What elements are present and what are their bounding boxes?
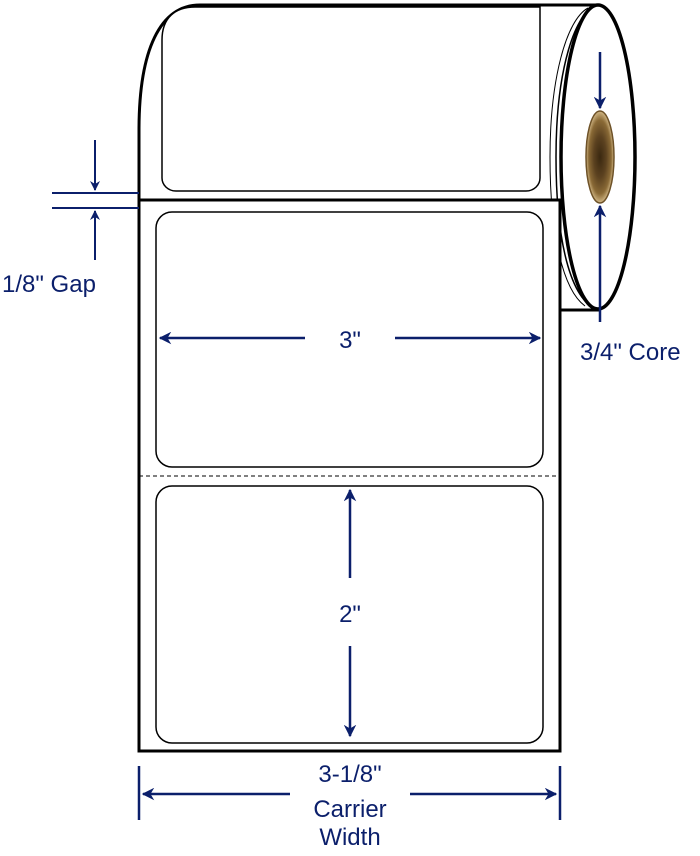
carrier-label-line-2: Carrier bbox=[313, 796, 386, 823]
carrier-label-line-3: Width bbox=[319, 824, 380, 851]
label-top bbox=[161, 6, 541, 192]
label-1 bbox=[155, 211, 544, 468]
roll-end bbox=[549, 3, 637, 311]
carrier-label-line-1: 3-1/8" bbox=[318, 761, 381, 788]
roll-inner-curve bbox=[555, 4, 599, 311]
label-2 bbox=[155, 485, 544, 744]
roll-inner-curve-2 bbox=[549, 7, 589, 307]
carrier-width-dimension bbox=[137, 766, 562, 820]
label-height-text: 2" bbox=[339, 601, 361, 628]
core-icon bbox=[585, 110, 615, 204]
label-width-text: 3" bbox=[339, 327, 361, 354]
core-label: 3/4" Core bbox=[580, 339, 681, 366]
gap-label: 1/8" Gap bbox=[2, 271, 96, 298]
gap-dimension bbox=[52, 140, 139, 260]
